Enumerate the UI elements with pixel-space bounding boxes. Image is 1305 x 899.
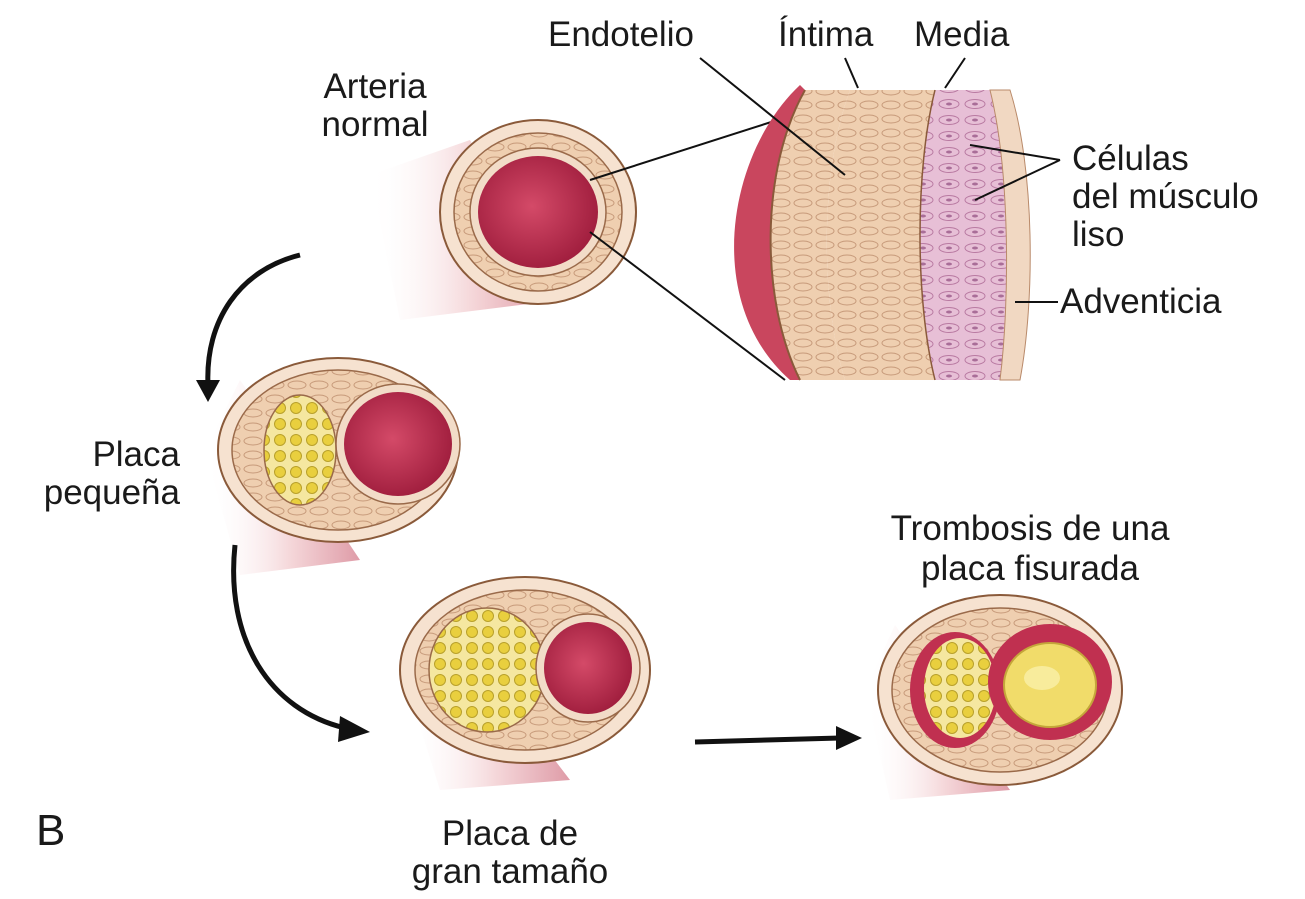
label-celulas-3: liso — [1072, 216, 1125, 254]
label-trombosis-1: Trombosis de una — [835, 510, 1225, 548]
leader-intima — [845, 58, 858, 88]
arrow-large-to-thrombosis — [695, 726, 862, 750]
label-placa-pequena-2: pequeña — [0, 474, 180, 512]
label-trombosis-2: placa fisurada — [835, 550, 1225, 588]
label-arteria-normal-2: normal — [300, 106, 450, 144]
arrow-small-to-large — [234, 545, 370, 742]
large-plaque-artery — [400, 577, 650, 790]
thrombosed-artery — [865, 595, 1122, 800]
label-intima: Íntima — [778, 16, 873, 54]
wall-magnification — [734, 85, 1030, 380]
small-plaque-artery — [205, 358, 460, 575]
label-endotelio: Endotelio — [548, 16, 694, 54]
leader-media — [945, 58, 965, 88]
label-celulas-2: del músculo — [1072, 178, 1259, 216]
label-celulas-1: Células — [1072, 140, 1189, 178]
label-placa-pequena-1: Placa — [0, 436, 180, 474]
normal-artery — [370, 120, 636, 320]
label-placa-grande-1: Placa de — [380, 815, 640, 853]
label-media: Media — [914, 16, 1009, 54]
panel-letter: B — [36, 808, 65, 854]
label-placa-grande-2: gran tamaño — [380, 853, 640, 891]
label-adventicia: Adventicia — [1060, 283, 1221, 321]
label-arteria-normal-1: Arteria — [300, 68, 450, 106]
